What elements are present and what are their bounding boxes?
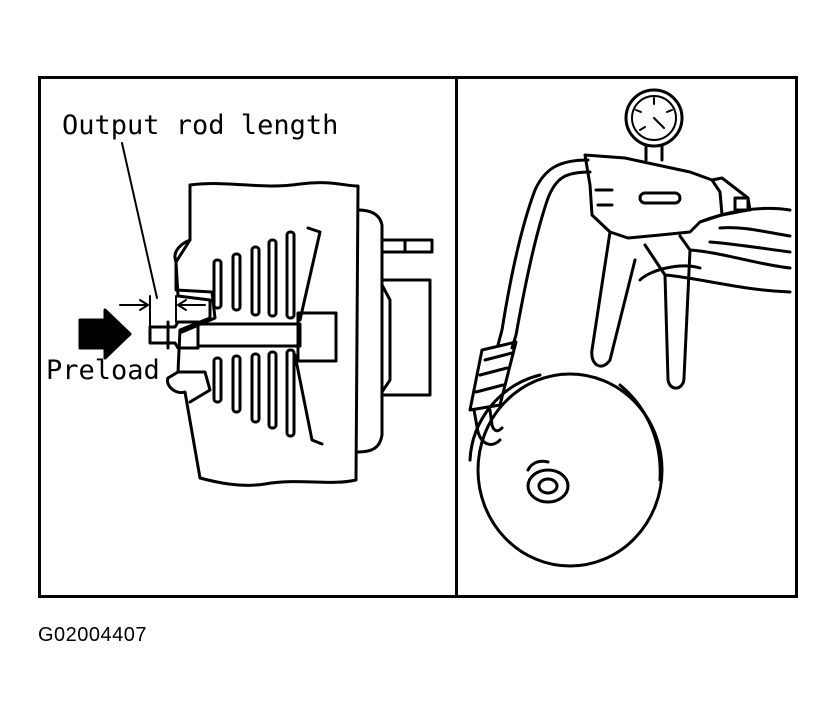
booster-ribs: [212, 230, 296, 438]
gauge-needle: [653, 117, 665, 129]
figure-code: G02004407: [38, 624, 148, 646]
preload-label: Preload: [46, 355, 160, 386]
vacuum-pump-illustration: [458, 79, 795, 595]
pump-slot: [638, 191, 682, 205]
diaphragm-plate: [293, 226, 324, 446]
vacuum-hose: [496, 158, 590, 347]
panel-divider: [455, 78, 458, 596]
pump-grip-front: [590, 230, 637, 368]
booster-housing: [165, 181, 360, 487]
output-rod: [148, 320, 200, 350]
dimension-arrow-left: [119, 299, 149, 311]
booster-drawing: [78, 142, 434, 487]
preload-arrow: [78, 308, 132, 360]
dimension-arrow-right: [177, 299, 206, 311]
hand-outline: [638, 206, 792, 294]
booster-output-rod-illustration: [41, 79, 455, 595]
label-leader-line: [121, 142, 158, 299]
booster-drum: [476, 372, 664, 568]
rod-block: [296, 311, 338, 363]
pump-body: [583, 153, 724, 240]
output-rod-length-label: Output rod length: [62, 110, 339, 141]
vacuum-pump-drawing: [468, 88, 792, 568]
vacuum-gauge: [624, 88, 684, 148]
booster-inner-wall: [174, 238, 217, 404]
diagram-frame: [38, 76, 798, 598]
pump-trigger: [643, 234, 692, 390]
elbow-fitting: [472, 408, 504, 446]
hose-coupler: [468, 340, 518, 412]
master-cylinder-mount: [356, 208, 384, 454]
push-rod: [196, 322, 302, 348]
drum-center-boss: [526, 468, 570, 504]
